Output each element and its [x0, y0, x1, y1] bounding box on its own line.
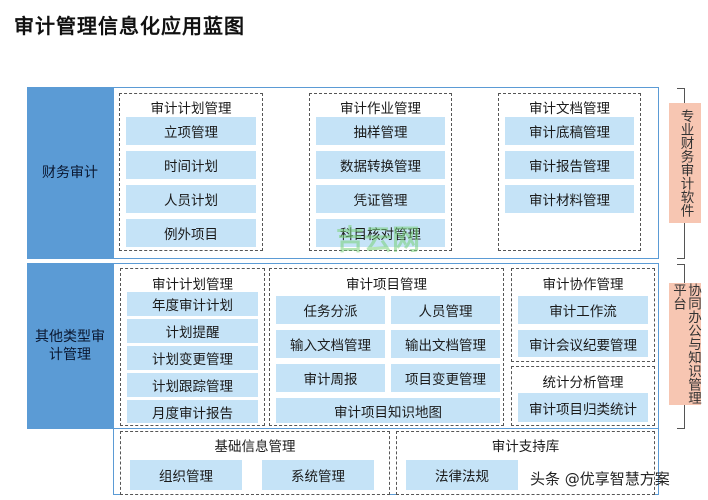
group-title: 基础信息管理 — [214, 439, 296, 455]
module-box[interactable]: 输出文档管理 — [391, 330, 500, 358]
module-box[interactable]: 审计会议纪要管理 — [518, 330, 648, 357]
bracket-tick — [677, 258, 685, 259]
label-other-audit: 其他类型审计管理 — [27, 263, 113, 429]
group-title: 审计支持库 — [491, 439, 560, 455]
module-box[interactable]: 审计项目归类统计 — [518, 393, 648, 422]
module-box[interactable]: 组织管理 — [130, 460, 242, 490]
group-title: 审计计划管理 — [150, 101, 232, 117]
module-box[interactable]: 时间计划 — [126, 151, 256, 179]
module-box[interactable]: 法律法规 — [406, 460, 518, 490]
group-title: 统计分析管理 — [542, 375, 624, 391]
group-title: 审计文档管理 — [529, 101, 610, 117]
bracket-tick — [677, 264, 685, 265]
module-box[interactable]: 审计底稿管理 — [505, 117, 634, 145]
label-finance-audit: 财务审计 — [27, 87, 113, 259]
watermark-text: 吉云网 — [336, 223, 421, 256]
module-box[interactable]: 计划提醒 — [127, 319, 258, 343]
module-box[interactable]: 月度审计报告 — [127, 400, 258, 423]
module-box[interactable]: 项目变更管理 — [391, 364, 500, 392]
group-title: 审计项目管理 — [346, 277, 427, 293]
module-box[interactable]: 审计项目知识地图 — [276, 398, 500, 423]
module-box[interactable]: 审计材料管理 — [505, 185, 634, 213]
bracket-tick — [677, 88, 685, 89]
module-box[interactable]: 人员计划 — [126, 185, 256, 213]
side-label-collab-platform: 协同办公与知识管理平台 — [669, 283, 701, 405]
module-box[interactable]: 系统管理 — [262, 460, 374, 490]
module-box[interactable]: 任务分派 — [276, 296, 385, 324]
module-box[interactable]: 输入文档管理 — [276, 330, 385, 358]
module-box[interactable]: 审计工作流 — [518, 296, 648, 324]
module-box[interactable]: 立项管理 — [126, 117, 256, 145]
group-title: 审计作业管理 — [340, 101, 421, 117]
module-box[interactable]: 凭证管理 — [316, 185, 445, 213]
module-box[interactable]: 计划变更管理 — [127, 346, 258, 370]
group-title: 审计计划管理 — [152, 277, 233, 293]
module-box[interactable]: 抽样管理 — [316, 117, 445, 145]
group-title: 审计协作管理 — [542, 277, 624, 293]
side-label-finance-software: 专业财务审计软件 — [669, 103, 701, 223]
module-box[interactable]: 人员管理 — [391, 296, 500, 324]
module-box[interactable]: 科目核对管理 — [316, 219, 445, 247]
module-box[interactable]: 审计周报 — [276, 364, 385, 392]
module-box[interactable]: 审计报告管理 — [505, 151, 634, 179]
module-box[interactable]: 例外项目 — [126, 219, 256, 247]
page-title: 审计管理信息化应用蓝图 — [14, 14, 245, 38]
footer-credit: 头条 @优享智慧方案 — [530, 470, 670, 488]
bracket-tick — [677, 428, 685, 429]
module-box[interactable]: 数据转换管理 — [316, 151, 445, 179]
module-box[interactable]: 计划跟踪管理 — [127, 373, 258, 397]
module-box[interactable]: 年度审计计划 — [127, 292, 258, 316]
